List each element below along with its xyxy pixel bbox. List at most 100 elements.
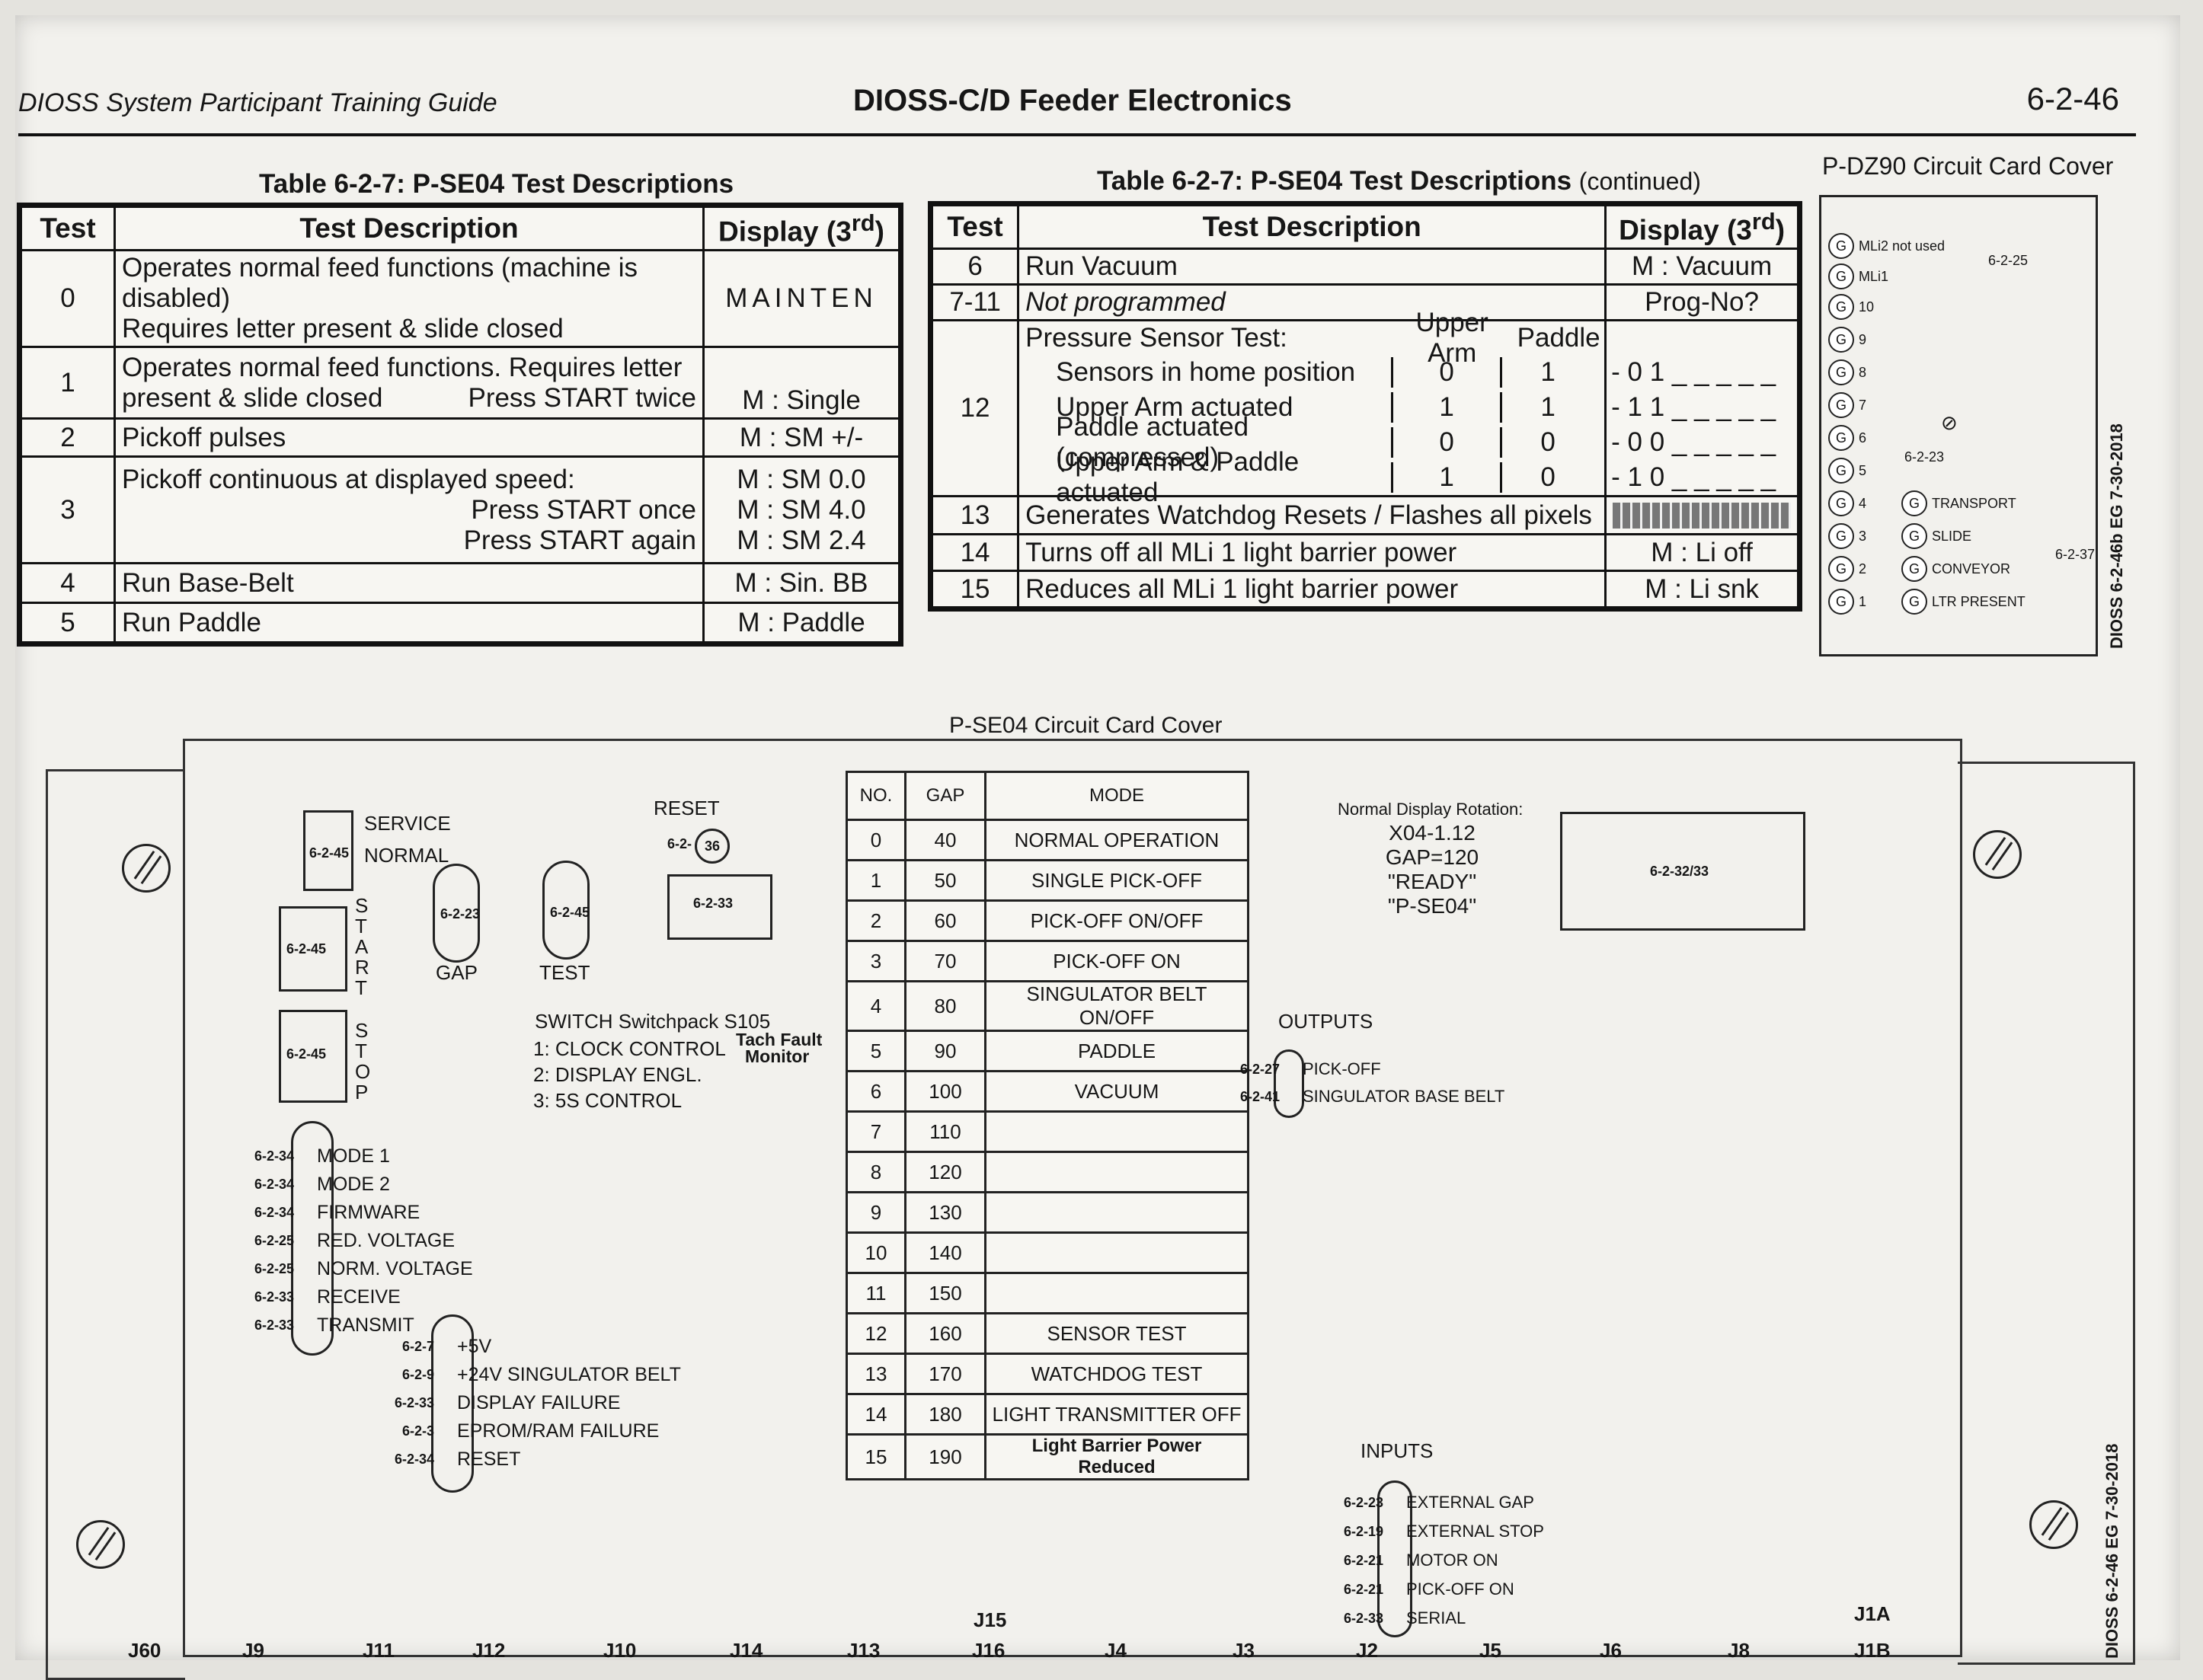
stop-button[interactable]	[279, 1010, 347, 1103]
table-row: 3 Pickoff continuous at displayed speed:…	[20, 455, 900, 565]
connector-label: J8	[1728, 1639, 1750, 1662]
test-selector[interactable]	[542, 861, 590, 960]
reset-label: RESET	[654, 797, 720, 819]
g-led-icon: G	[1828, 392, 1854, 418]
screw-icon	[2029, 1500, 2078, 1549]
list-item: 6-2-7+5V	[401, 1336, 492, 1357]
header-rule	[18, 72, 2136, 136]
g-led-icon: G	[1828, 425, 1854, 451]
table-row: 0 Operates normal feed functions (machin…	[20, 249, 900, 349]
table-row: 5 Run Paddle M : Paddle	[20, 602, 900, 644]
connector-label: J5	[1479, 1639, 1501, 1662]
connector-label: J11	[363, 1639, 395, 1662]
connector-label: J3	[1233, 1639, 1255, 1662]
g-led-icon: G	[1828, 294, 1854, 320]
dz90-ref-top: 6-2-25	[1988, 253, 2029, 268]
g-led-icon: G	[1901, 490, 1928, 516]
service-switch[interactable]	[303, 810, 353, 891]
col-test: Test	[20, 205, 116, 252]
right-test-table: Test Test Description Display (3rd) 6 Ru…	[928, 200, 1802, 612]
table-row: 6 Run Vacuum M : Vacuum	[930, 248, 1799, 286]
display-window	[1560, 812, 1805, 931]
left-test-table: Test Test Description Display (3rd) 0 Op…	[17, 202, 903, 647]
service-label: SERVICE	[364, 812, 451, 835]
test-label: TEST	[539, 961, 590, 984]
g-led-icon: G	[1828, 359, 1854, 385]
connector-label: J9	[242, 1639, 264, 1662]
right-rail	[1958, 762, 2135, 1665]
pressure-display: - 1 0 _ _ _ _ _	[1611, 462, 1776, 493]
stop-label: STOP	[355, 1019, 371, 1103]
start-button[interactable]	[279, 906, 347, 992]
connector-label: J1B	[1854, 1639, 1891, 1662]
header-section-title: DIOSS-C/D Feeder Electronics	[853, 84, 1292, 117]
connector-label: J6	[1600, 1639, 1622, 1662]
table-row: 4 Run Base-Belt M : Sin. BB	[20, 562, 900, 605]
g-led-icon: G	[1828, 490, 1854, 516]
col-display: Display (3rd)	[702, 205, 900, 252]
normal-label: NORMAL	[364, 844, 449, 867]
table-row: 15 Reduces all MLi 1 light barrier power…	[930, 570, 1799, 609]
screw-icon	[1973, 830, 2022, 879]
gap-label: GAP	[436, 961, 478, 984]
pressure-displays: - 0 1 _ _ _ _ _- 1 1 _ _ _ _ _- 0 0 _ _ …	[1611, 355, 1792, 495]
g-led-icon: G	[1901, 589, 1928, 615]
dz90-title: P-DZ90 Circuit Card Cover	[1822, 152, 2114, 180]
connector-label: J60	[128, 1639, 161, 1662]
pressure-display: - 0 0 _ _ _ _ _	[1611, 427, 1776, 458]
connector-label: J4	[1105, 1639, 1127, 1662]
input-led-strip	[1377, 1480, 1412, 1637]
connector-label: J14	[730, 1639, 763, 1662]
rotation-line: GAP=120	[1385, 845, 1479, 869]
all-pixels-pattern	[1613, 502, 1791, 529]
g-led-icon: G	[1901, 556, 1928, 582]
header-guide-title: DIOSS System Participant Training Guide	[18, 88, 497, 117]
g-led-icon: G	[1828, 589, 1854, 615]
connector-label: J2	[1356, 1639, 1378, 1662]
connector-label: J12	[472, 1639, 506, 1662]
table-row: 7-11 Not programmed Prog-No?	[930, 283, 1799, 322]
reset-button[interactable]: 36	[695, 829, 730, 864]
page-number: 6-2-46	[2026, 81, 2119, 117]
g-led-icon: G	[1828, 458, 1854, 484]
right-table-caption: Table 6-2-7: P-SE04 Test Descriptions (c…	[1097, 166, 1701, 196]
se04-title: P-SE04 Circuit Card Cover	[949, 713, 1223, 738]
table-row: 13 Generates Watchdog Resets / Flashes a…	[930, 495, 1799, 536]
output-led-strip	[1274, 1049, 1304, 1118]
gap-selector[interactable]	[433, 864, 480, 963]
